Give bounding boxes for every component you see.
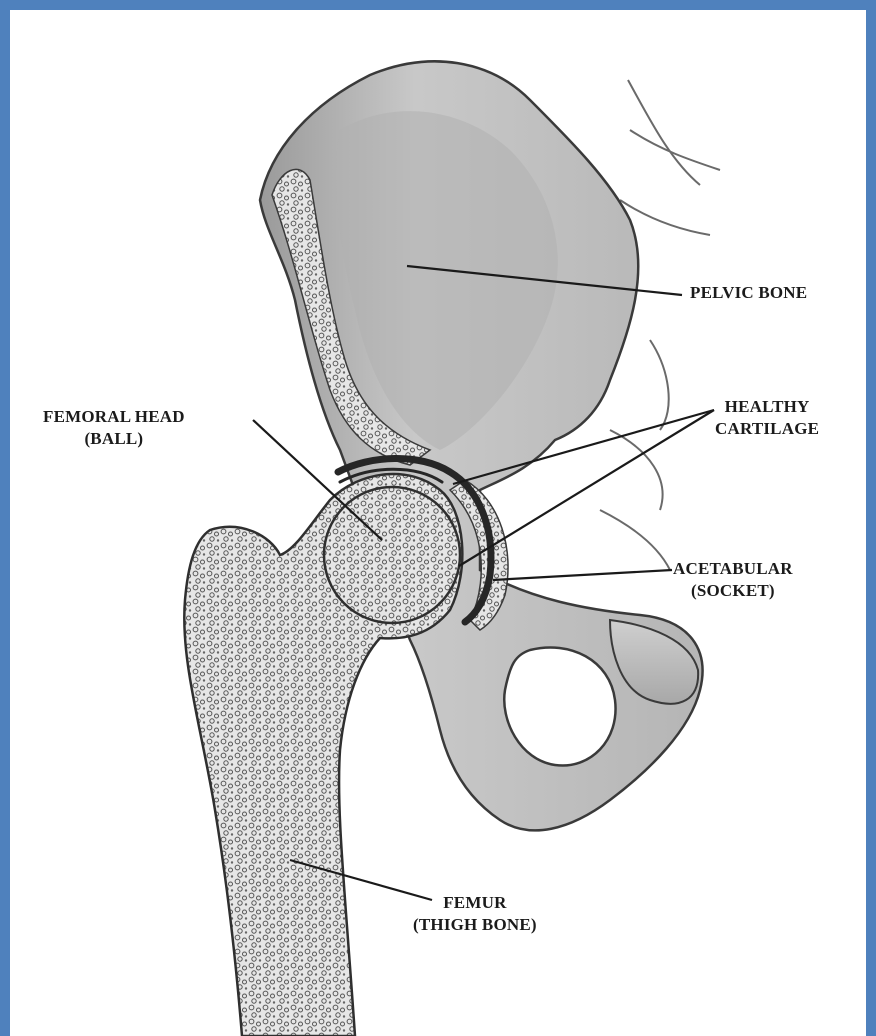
healthy-cartilage-line1: HEALTHY (715, 396, 819, 418)
femoral-head-label: FEMORAL HEAD (BALL) (43, 406, 185, 450)
femur-shape (184, 474, 462, 1036)
femur-label: FEMUR (THIGH BONE) (413, 892, 537, 936)
healthy-cartilage-line2: CARTILAGE (715, 418, 819, 440)
pelvic-bone-label-text: PELVIC BONE (690, 282, 807, 304)
femoral-head-line1: FEMORAL HEAD (43, 406, 185, 428)
hip-joint-illustration (10, 10, 866, 1036)
acetabular-line1: ACETABULAR (673, 558, 793, 580)
femur-line1: FEMUR (413, 892, 537, 914)
femur-line2: (THIGH BONE) (413, 914, 537, 936)
acetabular-label: ACETABULAR (SOCKET) (673, 558, 793, 602)
healthy-cartilage-label: HEALTHY CARTILAGE (715, 396, 819, 440)
pelvic-bone-label: PELVIC BONE (690, 282, 807, 304)
femoral-head-line2: (BALL) (43, 428, 185, 450)
acetabular-line2: (SOCKET) (673, 580, 793, 602)
